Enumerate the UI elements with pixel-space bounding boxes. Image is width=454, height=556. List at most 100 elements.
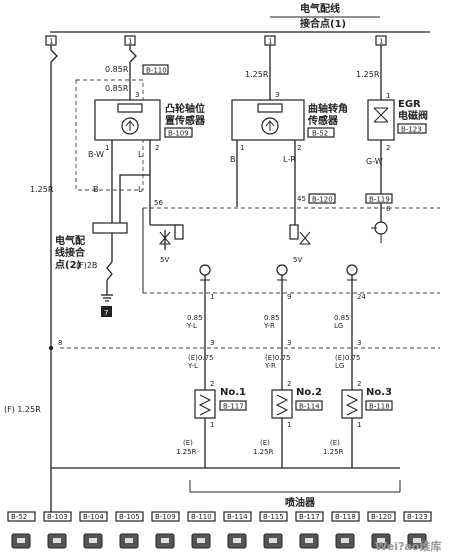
svg-text:0.85: 0.85: [187, 314, 203, 322]
svg-text:B-109: B-109: [168, 130, 189, 138]
svg-text:凸轮轴位: 凸轮轴位: [165, 102, 205, 115]
svg-text:1.25R: 1.25R: [323, 448, 344, 456]
svg-text:2: 2: [210, 380, 214, 388]
connector-b-110: B-110: [187, 511, 216, 549]
svg-text:3: 3: [135, 91, 139, 99]
connector-b-114: B-114: [223, 511, 252, 549]
egr-body: [367, 99, 395, 141]
svg-text:EGR: EGR: [398, 99, 421, 110]
svg-text:(E): (E): [183, 439, 193, 447]
svg-text:1: 1: [379, 38, 383, 46]
connector-code: B-109: [155, 513, 176, 521]
connector-code: B-123: [407, 513, 428, 521]
pin56-label: 56: [154, 199, 163, 207]
cam-sensor: 0.85R B-110 0.85R 3 凸轮轴位 置传感器 B-109 1 2 …: [88, 45, 206, 232]
svg-text:3: 3: [210, 339, 214, 347]
connector-b-117: B-117: [295, 511, 324, 549]
connector-b-52: B-52: [7, 511, 36, 549]
svg-text:1: 1: [49, 38, 53, 46]
injectors: 1 0.85 Y-L 3 (E)0.75 Y-L 2 No.1 B-117 1 …: [51, 264, 400, 469]
connector-code: B-118: [335, 513, 356, 521]
svg-text:2: 2: [357, 380, 361, 388]
svg-text:B-W: B-W: [88, 150, 104, 159]
junction-dot-left: [48, 345, 54, 351]
svg-text:2: 2: [155, 144, 159, 152]
cam-feed-wire: [129, 45, 137, 100]
ground-id: 7: [104, 309, 108, 317]
svg-text:(E)0.75: (E)0.75: [335, 354, 360, 362]
junction2-label-3: 点(2): [55, 258, 81, 271]
pin45-label: 45: [297, 195, 306, 203]
svg-text:1: 1: [386, 92, 390, 100]
injector-title: 喷油器: [285, 496, 316, 509]
title-line2: 接合点(1): [300, 17, 346, 30]
connector-code: B-104: [83, 513, 104, 521]
l-cross-wire: [119, 174, 150, 232]
svg-text:L: L: [138, 150, 143, 159]
junction2-label-1: 电气配: [55, 234, 85, 247]
pin6-code: B-119: [369, 196, 390, 204]
svg-text:No.3: No.3: [366, 387, 392, 398]
svg-text:0.85: 0.85: [264, 314, 280, 322]
connector-b-105: B-105: [115, 511, 144, 549]
connector-b-109: B-109: [151, 511, 180, 549]
injector-no1: 1 0.85 Y-L 3 (E)0.75 Y-L 2 No.1 B-117 1 …: [176, 264, 247, 468]
svg-text:(E): (E): [260, 439, 270, 447]
svg-text:0.85R: 0.85R: [105, 84, 129, 93]
svg-text:B-117: B-117: [223, 403, 244, 411]
svg-text:(E)0.75: (E)0.75: [188, 354, 213, 362]
svg-text:L-R: L-R: [283, 155, 296, 164]
title-line1: 电气配线: [300, 2, 340, 15]
svg-text:(E)0.75: (E)0.75: [265, 354, 290, 362]
svg-text:1.25R: 1.25R: [253, 448, 274, 456]
connector-code: B-105: [119, 513, 140, 521]
svg-text:3: 3: [275, 91, 279, 99]
ground-id-badge: [101, 306, 112, 317]
svg-text:1: 1: [128, 38, 132, 46]
cam-feed-connector: [142, 64, 169, 75]
connector-code: B-115: [263, 513, 284, 521]
svg-text:(E): (E): [330, 439, 340, 447]
svg-text:5V: 5V: [160, 256, 169, 264]
svg-text:LG: LG: [334, 322, 343, 330]
connector-b-103: B-103: [43, 511, 72, 549]
svg-text:1: 1: [210, 293, 214, 301]
watermark: Wei?ao维库: [375, 539, 441, 553]
left-main-wire: [50, 45, 58, 520]
svg-text:传感器: 传感器: [307, 114, 339, 127]
svg-text:B-52: B-52: [312, 130, 328, 138]
svg-text:5V: 5V: [293, 256, 302, 264]
junction2-connector: [92, 222, 128, 234]
pin6-label: 6: [386, 205, 391, 213]
left-f-label: (F) 1.25R: [4, 405, 41, 414]
injector-no2: 9 0.85 Y-R 3 (E)0.75 Y-R 2 No.2 B-114 1 …: [253, 264, 323, 468]
svg-text:1: 1: [287, 421, 291, 429]
fuse-marker-crank: 1: [264, 35, 276, 46]
connector-b-123: B-123: [403, 511, 432, 549]
injector-no3: 24 0.85 LG 3 (E)0.75 LG 2 No.3 B-118 1 (…: [323, 264, 393, 468]
connector-b-118: B-118: [331, 511, 360, 549]
svg-text:Y-L: Y-L: [187, 362, 198, 370]
svg-text:1: 1: [357, 421, 361, 429]
svg-text:曲轴转角: 曲轴转角: [308, 102, 348, 115]
b-wire-label: B: [93, 185, 99, 194]
svg-text:1: 1: [268, 38, 272, 46]
fuse-marker-cam: 1: [124, 35, 136, 46]
left-main-label: 1.25R: [30, 185, 54, 194]
ground-label: (F)2B: [76, 261, 97, 270]
crank-sensor: 1.25R 3 曲轴转角 传感器 B-52 1 2 B L-R: [230, 45, 348, 207]
svg-text:置传感器: 置传感器: [165, 114, 206, 127]
svg-text:Y-R: Y-R: [263, 322, 275, 330]
svg-text:No.1: No.1: [220, 387, 246, 398]
svg-text:Y-L: Y-L: [186, 322, 197, 330]
svg-text:24: 24: [357, 293, 366, 301]
svg-text:2: 2: [287, 380, 291, 388]
svg-text:Y-R: Y-R: [264, 362, 276, 370]
svg-text:2: 2: [297, 144, 301, 152]
svg-text:9: 9: [287, 293, 291, 301]
svg-text:3: 3: [357, 339, 361, 347]
connector-code: B-117: [299, 513, 320, 521]
fuse-marker-egr: 1: [375, 35, 387, 46]
